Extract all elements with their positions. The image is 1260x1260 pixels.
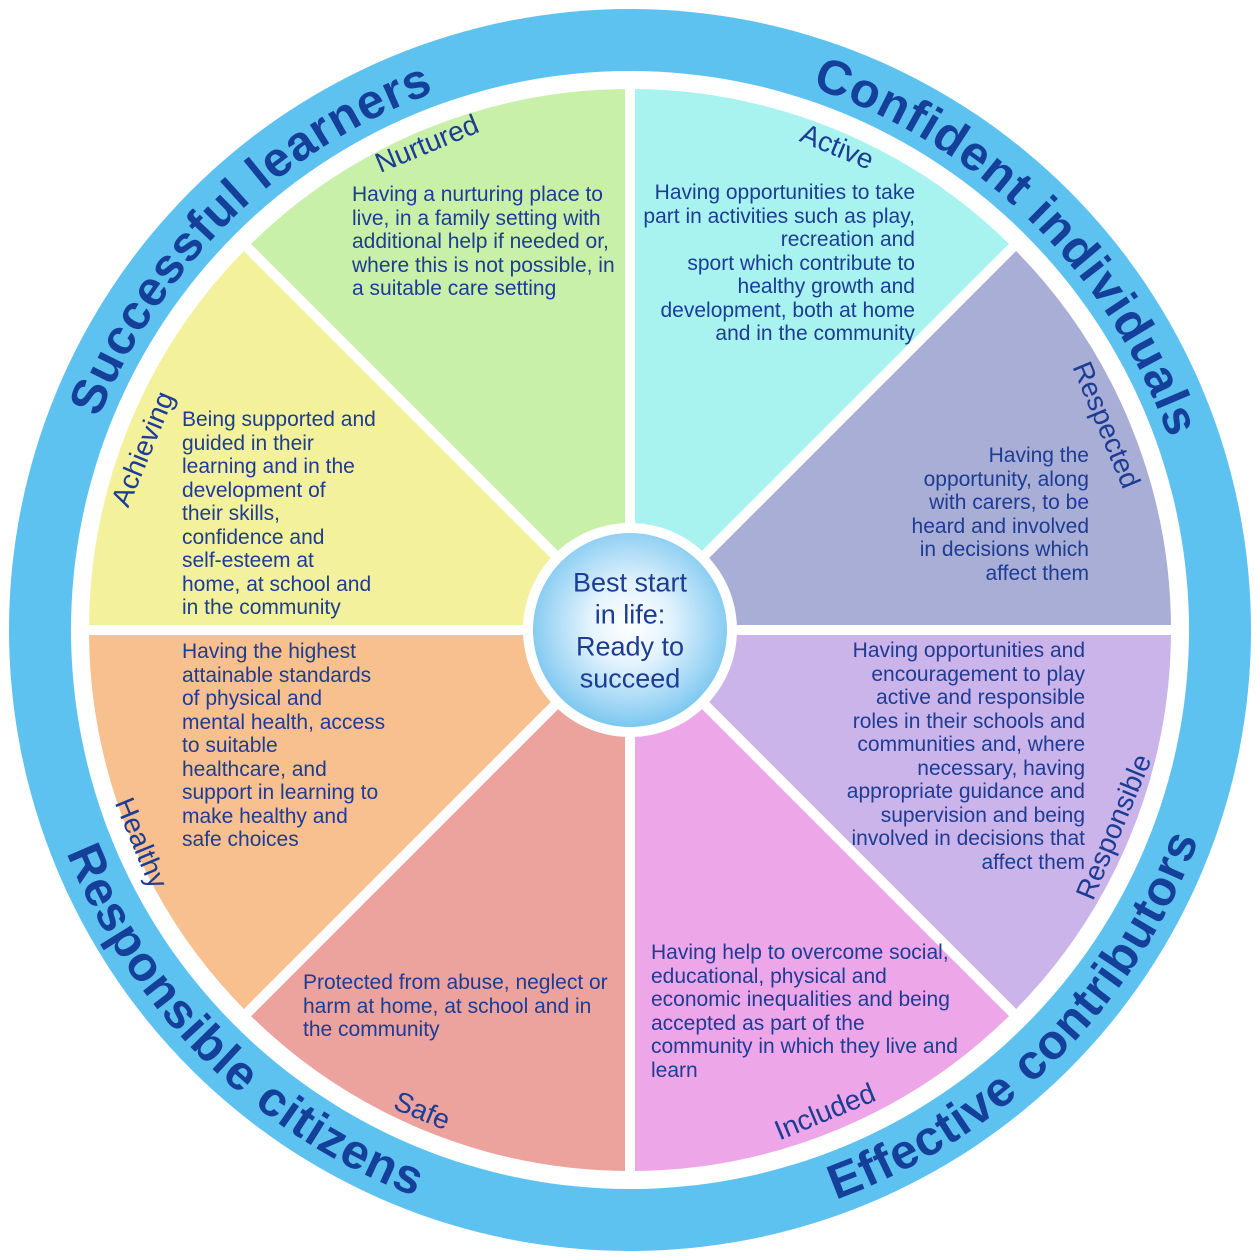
segment-desc-safe: Protected from abuse, neglect or harm at… <box>303 971 608 1042</box>
wedge-responsible <box>625 625 1181 1022</box>
segment-desc-responsible: Having opportunities and encouragement t… <box>846 639 1085 874</box>
wedge-achieving <box>79 238 635 635</box>
center-circle <box>533 533 727 727</box>
segment-desc-included: Having help to overcome social, educatio… <box>651 941 958 1082</box>
wedge-safe <box>238 625 635 1181</box>
segment-desc-nurtured: Having a nurturing place to live, in a f… <box>352 183 615 301</box>
center-title: Best start in life: Ready to succeed <box>572 567 688 693</box>
wedge-healthy <box>79 625 635 1022</box>
wedge-included <box>625 625 1022 1181</box>
segment-desc-healthy: Having the highest attainable standards … <box>182 640 386 852</box>
segment-desc-respected: Having the opportunity, along with carer… <box>911 444 1089 585</box>
wedge-nurtured <box>238 79 635 635</box>
segment-desc-achieving: Being supported and guided in their lear… <box>182 408 376 620</box>
wedge-respected <box>625 238 1181 635</box>
wedge-active <box>625 79 1022 635</box>
segment-desc-active: Having opportunities to take part in act… <box>643 181 915 346</box>
